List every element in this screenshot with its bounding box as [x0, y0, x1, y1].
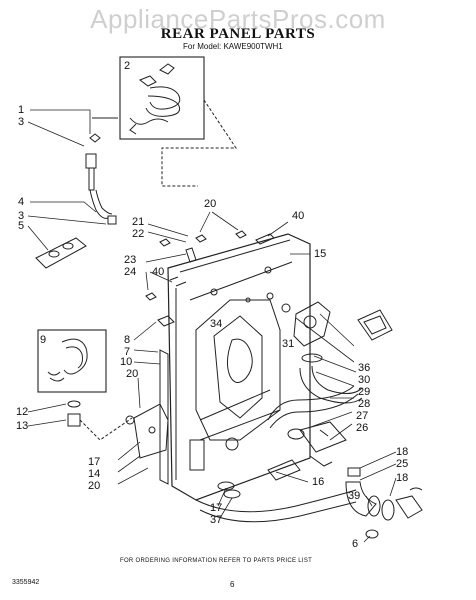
- bracket-part-8: [157, 315, 175, 327]
- callout-27: 27: [356, 410, 369, 422]
- callout-6: 6: [352, 538, 359, 550]
- callout-1: 1: [18, 104, 25, 116]
- callout-17-left: 17: [88, 456, 101, 468]
- callout-24: 24: [124, 266, 137, 278]
- callout-36: 36: [358, 362, 371, 374]
- callout-3-lower: 3: [18, 210, 25, 222]
- leader-lines: [27, 109, 397, 543]
- bracket-part-5: [35, 237, 87, 269]
- callout-20-top: 20: [204, 198, 217, 210]
- rear-panel-plate: [167, 233, 311, 501]
- callout-17-bottom: 17: [210, 502, 223, 514]
- callout-7: 7: [124, 346, 131, 358]
- callout-9: 9: [40, 334, 47, 346]
- callout-15: 15: [314, 248, 327, 260]
- ordering-note: FOR ORDERING INFORMATION REFER TO PARTS …: [120, 558, 313, 564]
- callout-23: 23: [124, 254, 137, 266]
- model-line: For Model: KAWE900TWH1: [183, 42, 283, 51]
- watermark: AppliancePartsPros.com: [90, 4, 386, 34]
- bracket-part-16: [267, 459, 301, 481]
- callout-25: 25: [396, 458, 409, 470]
- callout-14: 14: [88, 468, 101, 480]
- callout-28: 28: [358, 398, 371, 410]
- callout-40-top: 40: [292, 210, 305, 222]
- callout-2: 2: [124, 60, 131, 72]
- pump-assembly: [281, 301, 393, 347]
- callout-37: 37: [210, 514, 223, 526]
- callout-18-upper: 18: [396, 446, 409, 458]
- callout-20-bottom: 20: [88, 480, 101, 492]
- callout-21: 21: [132, 216, 145, 228]
- callout-5: 5: [18, 220, 25, 232]
- bracket-part-14: [125, 403, 169, 459]
- callout-3: 3: [18, 116, 25, 128]
- callout-39: 39: [348, 490, 361, 502]
- callout-30: 30: [358, 374, 371, 386]
- callout-26: 26: [356, 422, 369, 434]
- callout-4: 4: [18, 196, 25, 208]
- callout-12: 12: [16, 406, 29, 418]
- inlet-fitting: [85, 133, 117, 225]
- ring-part-6: [365, 529, 379, 539]
- clamp-part-12-13: [67, 400, 133, 441]
- callout-18-lower: 18: [396, 472, 409, 484]
- page-number: 6: [230, 580, 235, 589]
- drain-hose-inset: [37, 329, 107, 393]
- bottom-hose: [195, 481, 357, 523]
- callout-34: 34: [210, 318, 223, 330]
- callout-22: 22: [132, 228, 145, 240]
- callout-13: 13: [16, 420, 29, 432]
- document-number: 3355942: [12, 579, 40, 586]
- strip-part-10: [159, 349, 169, 485]
- elbow-part-25: [345, 467, 423, 521]
- callout-8: 8: [124, 334, 131, 346]
- callout-10: 10: [120, 356, 133, 368]
- callout-40-mid: 40: [152, 266, 165, 278]
- top-fasteners: [145, 230, 275, 301]
- power-cord-inset: [119, 56, 205, 140]
- callout-16: 16: [312, 476, 325, 488]
- callout-29: 29: [358, 386, 371, 398]
- hose-part-28: [267, 353, 363, 429]
- callout-31: 31: [282, 338, 295, 350]
- coupling-part-26: [287, 421, 347, 467]
- diagram-title: REAR PANEL PARTS: [160, 26, 316, 42]
- callout-20-mid: 20: [126, 368, 139, 380]
